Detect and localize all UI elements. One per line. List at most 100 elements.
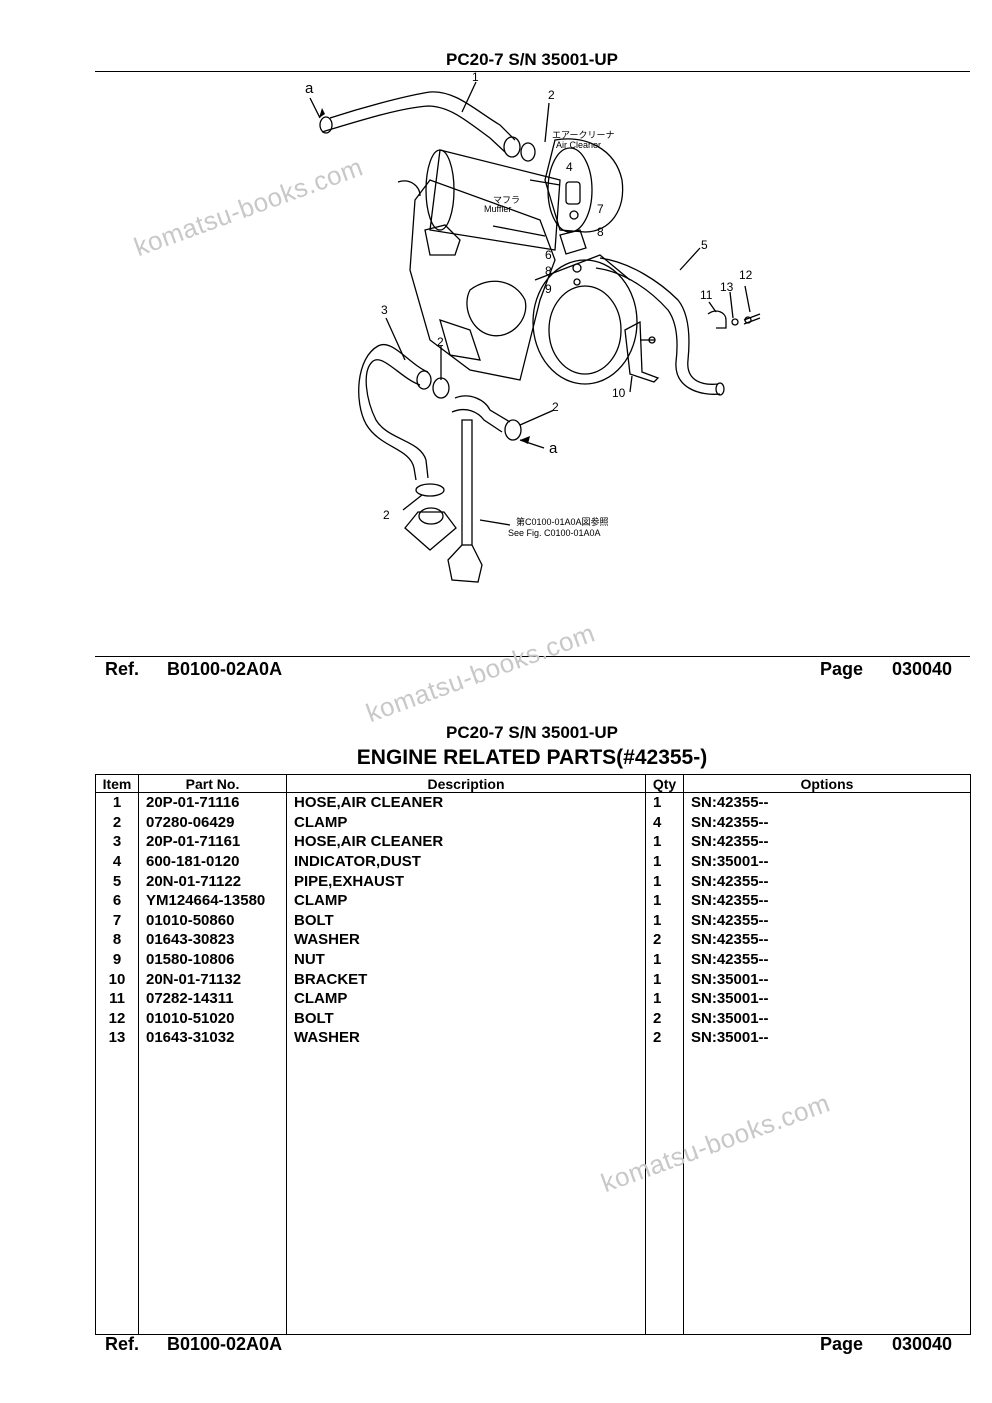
bottom-page-number: 030040 [892,1334,953,1354]
callout-6: 6 [545,248,552,262]
item-cell: 5 [95,871,139,891]
muffler-body [429,149,561,251]
part-no-cell: 01010-50860 [138,910,287,931]
callout-3: 3 [381,303,388,317]
callout-4: 4 [566,160,573,174]
callout-8-upper: 8 [597,225,604,239]
item-cell: 6 [95,890,139,911]
options-cell: SN:42355-- [683,871,971,891]
muffler-label: Muffler [484,204,512,214]
qty-cell: 1 [645,890,684,911]
col-item-header: Item [95,774,139,793]
options-cell: SN:42355-- [683,812,971,833]
callout-7: 7 [597,202,604,216]
top-ref-label: Ref. [105,659,140,679]
item-cell: 13 [95,1028,139,1048]
callout-a-top: a [305,80,314,97]
top-ref-code: B0100-02A0A [167,659,283,679]
support-stand [447,419,483,583]
part-no-cell: 01580-10806 [138,949,287,970]
part-no-cell: 600-181-0120 [138,851,287,872]
part-no-cell: 20N-01-71132 [138,969,287,989]
item-cell: 10 [95,969,139,989]
item-cell: 4 [95,851,139,872]
callout-2-mid: 2 [437,335,444,349]
callout-2-bottom: 2 [383,508,390,522]
top-page-label: Page [820,659,864,679]
options-cell: SN:35001-- [683,969,971,989]
qty-cell: 1 [645,832,684,852]
parts-list-title: ENGINE RELATED PARTS(#42355-) [356,746,708,769]
part-no-cell: 07280-06429 [138,812,287,833]
callout-8-lower: 8 [545,264,552,278]
part-no-cell: 20P-01-71116 [138,792,287,813]
col-options-header: Options [683,774,971,793]
options-cell: SN:35001-- [683,1028,971,1048]
options-cell: SN:42355-- [683,832,971,852]
part-no-cell: 01643-30823 [138,930,287,950]
description-cell: WASHER [286,1028,646,1048]
item-cell: 1 [95,792,139,813]
top-model-title: PC20-7 S/N 35001-UP [446,50,618,69]
hose-air-cleaner-1 [329,91,516,141]
callout-9: 9 [545,282,552,296]
callout-2-right: 2 [552,400,559,414]
callout-11: 11 [700,288,713,302]
callout-2-top: 2 [548,88,555,102]
qty-cell: 4 [645,812,684,833]
description-cell: CLAMP [286,812,646,833]
description-cell: BOLT [286,1008,646,1029]
bottom-ref-code: B0100-02A0A [167,1334,283,1354]
options-cell: SN:42355-- [683,890,971,911]
part-no-cell: 20P-01-71161 [138,832,287,852]
description-cell: BOLT [286,910,646,931]
callout-5: 5 [701,238,708,252]
exhaust-pipe-5 [599,257,719,385]
callout-10: 10 [612,386,626,400]
bottom-page-label: Page [820,1334,864,1354]
qty-cell: 1 [645,851,684,872]
exploded-parts-diagram [309,81,761,583]
bottom-ref-label: Ref. [105,1334,140,1354]
air-cleaner-body [544,138,624,233]
description-cell: BRACKET [286,969,646,989]
top-page-number: 030040 [892,659,953,679]
callout-13: 13 [720,280,734,294]
item-cell: 7 [95,910,139,931]
item-cell: 8 [95,930,139,950]
qty-cell: 1 [645,949,684,970]
clamp-11 [707,310,727,329]
top-footer-rule [95,656,970,657]
qty-cell: 1 [645,988,684,1009]
see-fig-label: See Fig. C0100-01A0A [508,528,601,538]
qty-cell: 2 [645,930,684,950]
description-cell: PIPE,EXHAUST [286,871,646,891]
col-part-no-header: Part No. [138,774,287,793]
options-cell: SN:42355-- [683,949,971,970]
qty-cell: 2 [645,1028,684,1048]
top-header-rule [95,71,970,72]
qty-cell: 1 [645,871,684,891]
part-no-cell: 01643-31032 [138,1028,287,1048]
parts-table-header: Item Part No. Description Qty Options [95,774,971,793]
description-cell: NUT [286,949,646,970]
description-cell: INDICATOR,DUST [286,851,646,872]
item-cell: 11 [95,988,139,1009]
item-cell: 2 [95,812,139,833]
options-cell: SN:42355-- [683,910,971,931]
qty-cell: 1 [645,792,684,813]
see-fig-jp-label: 第C0100-01A0A図参照 [516,517,609,527]
empty-table-space [95,1047,971,1335]
options-cell: SN:35001-- [683,1008,971,1029]
